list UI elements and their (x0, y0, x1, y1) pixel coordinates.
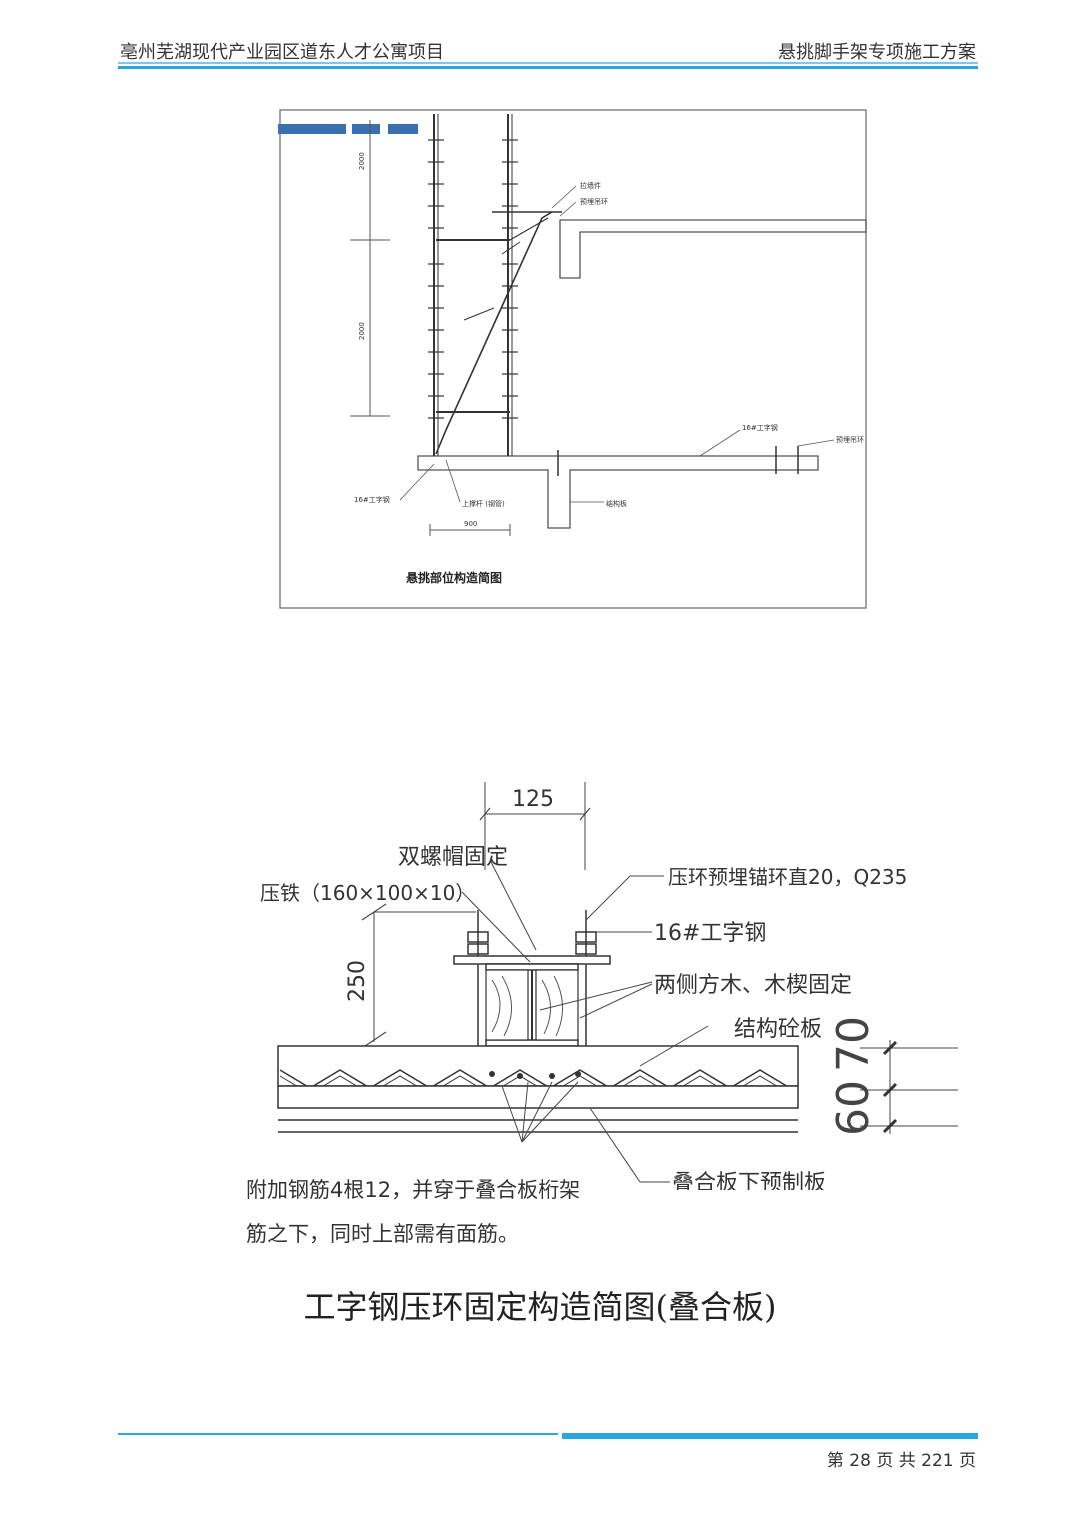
fig1-label-anchor-top: 预埋吊环 (580, 197, 608, 206)
fig2-dim-70: 70 (828, 1016, 879, 1072)
fig1-label-beam-left: 16#工字钢 (354, 495, 390, 504)
header-document-title: 悬挑脚手架专项施工方案 (778, 42, 976, 63)
fig2-label-wood: 两侧方木、木楔固定 (654, 973, 852, 998)
fig2-dim-60: 60 (828, 1080, 879, 1136)
fig1-dim-bottom: 900 (464, 520, 477, 528)
fig2-dim-width: 125 (512, 787, 554, 812)
fig2-label-nut: 双螺帽固定 (398, 845, 508, 870)
fig1-label-beam-right: 16#工字钢 (742, 423, 778, 432)
fig2-label-precast: 叠合板下预制板 (672, 1171, 826, 1190)
fig2-note-line1: 附加钢筋4根12，并穿于叠合板桁架 (246, 1178, 581, 1202)
figure-ibeam-ring-detail: 125 250 60 70 双螺帽固定 压铁（160×100×10） 压环预埋锚… (260, 782, 958, 1190)
fig2-caption: 工字钢压环固定构造简图(叠合板) (303, 1288, 777, 1326)
header-rule-thin (118, 62, 978, 64)
fig2-note-line2: 筋之下，同时上部需有面筋。 (246, 1222, 519, 1246)
fig2-dim-height: 250 (345, 960, 370, 1002)
header-project-title: 亳州芜湖现代产业园区道东人才公寓项目 (120, 42, 444, 63)
header-rule-thick (118, 66, 978, 69)
fig2-label-ring: 压环预埋锚环直20，Q235 (668, 865, 907, 889)
fig1-caption: 悬挑部位构造简图 (405, 570, 502, 585)
fig1-label-tie: 拉墙件 (580, 181, 601, 190)
figure-cantilever-sketch: 2000 2000 900 拉墙件 预埋吊环 16#工字钢 预埋吊环 16#工字… (278, 109, 867, 609)
fig1-dim-lower: 2000 (358, 322, 366, 340)
fig1-dim-upper: 2000 (358, 152, 366, 170)
fig2-label-plate: 压铁（160×100×10） (260, 881, 475, 905)
fig1-label-floor: 结构板 (606, 499, 627, 508)
footer-rule-thick (562, 1433, 978, 1439)
footer-page-number: 第 28 页 共 221 页 (826, 1451, 976, 1471)
fig1-label-anchor-right: 预埋吊环 (836, 435, 864, 444)
fig1-label-bracket: 上撑杆 (钢管) (462, 499, 505, 508)
fig2-label-beam: 16#工字钢 (654, 921, 766, 946)
fig2-label-slab: 结构砼板 (734, 1017, 822, 1042)
footer-rule-thin (118, 1433, 558, 1435)
